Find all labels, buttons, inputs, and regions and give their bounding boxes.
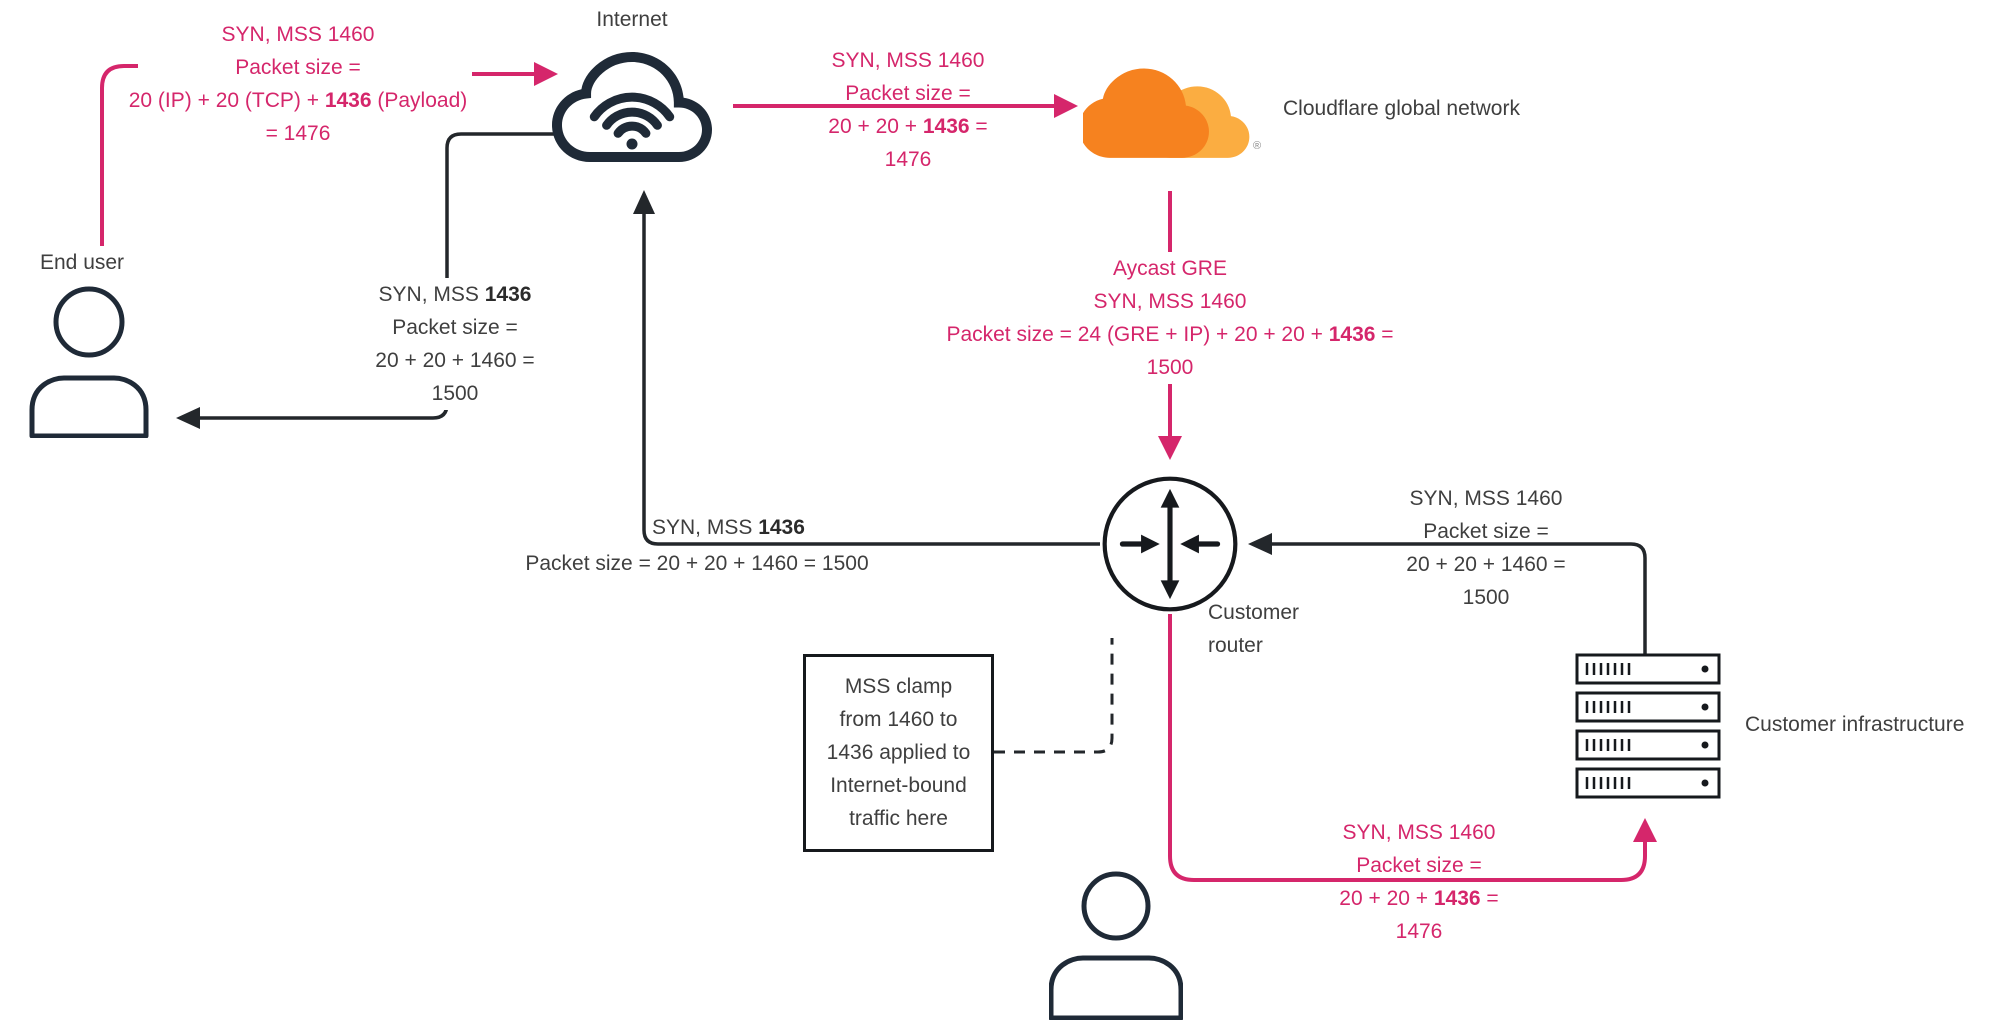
internet-label: Internet — [596, 8, 668, 31]
arrowhead-to-internet-icon — [534, 62, 558, 86]
flow-line: SYN, MSS 1460 — [1409, 487, 1563, 510]
flow-line: Packet size = — [1356, 854, 1482, 877]
clamp-note-line: from 1460 to — [839, 708, 958, 731]
flow-line: Packet size = — [392, 316, 518, 339]
flow-line: Packet size = — [845, 82, 971, 105]
flow-label-infrastructure-to-router: SYN, MSS 1460 Packet size = 20 + 20 + 14… — [1386, 482, 1586, 614]
flow-line: SYN, MSS 1460 — [1093, 290, 1247, 313]
arrowhead-to-router-icon — [1158, 436, 1182, 460]
flow-line: Aycast GRE — [1113, 257, 1227, 280]
flow-line: SYN, MSS 1460 — [831, 49, 985, 72]
flow-line: 20 + 20 + 1436 = — [1339, 887, 1499, 910]
flow-line: 1500 — [1462, 586, 1510, 609]
arrowhead-left-to-router-icon — [1248, 533, 1272, 555]
flow-line: 20 + 20 + 1460 = — [1406, 553, 1566, 576]
line-user-to-internet — [100, 64, 138, 246]
end-user-label: End user — [40, 251, 125, 274]
flow-label-internet-to-user: SYN, MSS 1436 Packet size = 20 + 20 + 14… — [345, 278, 565, 410]
clamp-note-line: 1436 applied to — [826, 741, 971, 764]
line-internet-to-user — [200, 132, 560, 420]
line-clamp-note-to-router — [994, 638, 1114, 754]
cloudflare-trademark: ® — [1253, 140, 1262, 152]
flow-line: 1476 — [884, 148, 932, 171]
clamp-note-line: MSS clamp — [844, 675, 953, 698]
customer-infrastructure-icon — [1575, 653, 1721, 803]
flow-line: 20 + 20 + 1460 = — [375, 349, 535, 372]
customer-person-icon — [1048, 868, 1184, 1021]
clamp-note-line: traffic here — [849, 807, 948, 830]
customer-router-label-line1: Customer — [1208, 601, 1300, 624]
flow-line: Packet size = — [1423, 520, 1549, 543]
flow-line: 20 + 20 + 1436 = — [828, 115, 988, 138]
internet-cloud-icon — [552, 32, 712, 192]
customer-infrastructure-label: Customer infrastructure — [1745, 713, 1965, 736]
flow-label-internet-to-cloudflare: SYN, MSS 1460 Packet size = 20 + 20 + 14… — [798, 44, 1018, 176]
flow-label-router-to-internet-line2: Packet size = 20 + 20 + 1460 = 1500 — [525, 552, 869, 575]
end-user-icon — [28, 286, 150, 439]
line-infrastructure-to-router — [1272, 542, 1647, 656]
flow-line: SYN, MSS 1460 — [221, 23, 375, 46]
flow-line: 1500 — [1146, 356, 1194, 379]
wifi-icon — [589, 92, 675, 138]
customer-router-label-line2: router — [1208, 634, 1263, 657]
flow-label-router-to-internet-line1: SYN, MSS 1436 — [652, 516, 805, 539]
flow-label-cloudflare-to-router: Aycast GRE SYN, MSS 1460 Packet size = 2… — [925, 252, 1415, 384]
flow-line: SYN, MSS 1460 — [1342, 821, 1496, 844]
flow-line: 1500 — [431, 382, 479, 405]
arrowhead-to-end-user-icon — [176, 407, 200, 429]
line-router-to-infrastructure — [1168, 614, 1647, 882]
customer-router-label: Customer router — [1208, 596, 1299, 662]
mss-clamp-note: MSS clamp from 1460 to 1436 applied to I… — [803, 654, 994, 852]
flow-label-user-to-internet: SYN, MSS 1460 Packet size = 20 (IP) + 20… — [108, 18, 488, 150]
flow-line: 20 (IP) + 20 (TCP) + 1436 (Payload) — [128, 89, 468, 112]
arrowhead-to-infrastructure-icon — [1633, 818, 1657, 842]
clamp-note-line: Internet-bound — [830, 774, 967, 797]
cloudflare-logo-icon — [1079, 48, 1253, 161]
arrowhead-up-to-internet-icon — [633, 190, 655, 214]
arrowhead-to-cloudflare-icon — [1054, 94, 1078, 118]
flow-line: = 1476 — [265, 122, 331, 145]
line-router-to-internet — [642, 214, 1100, 546]
flow-line: Packet size = 24 (GRE + IP) + 20 + 20 + … — [946, 323, 1394, 346]
customer-router-icon — [1100, 474, 1240, 614]
flow-line: SYN, MSS 1436 — [378, 283, 532, 306]
flow-label-router-to-infrastructure: SYN, MSS 1460 Packet size = 20 + 20 + 14… — [1309, 816, 1529, 948]
flow-line: 1476 — [1395, 920, 1443, 943]
flow-line: Packet size = — [235, 56, 361, 79]
cloudflare-label: Cloudflare global network — [1283, 97, 1520, 120]
